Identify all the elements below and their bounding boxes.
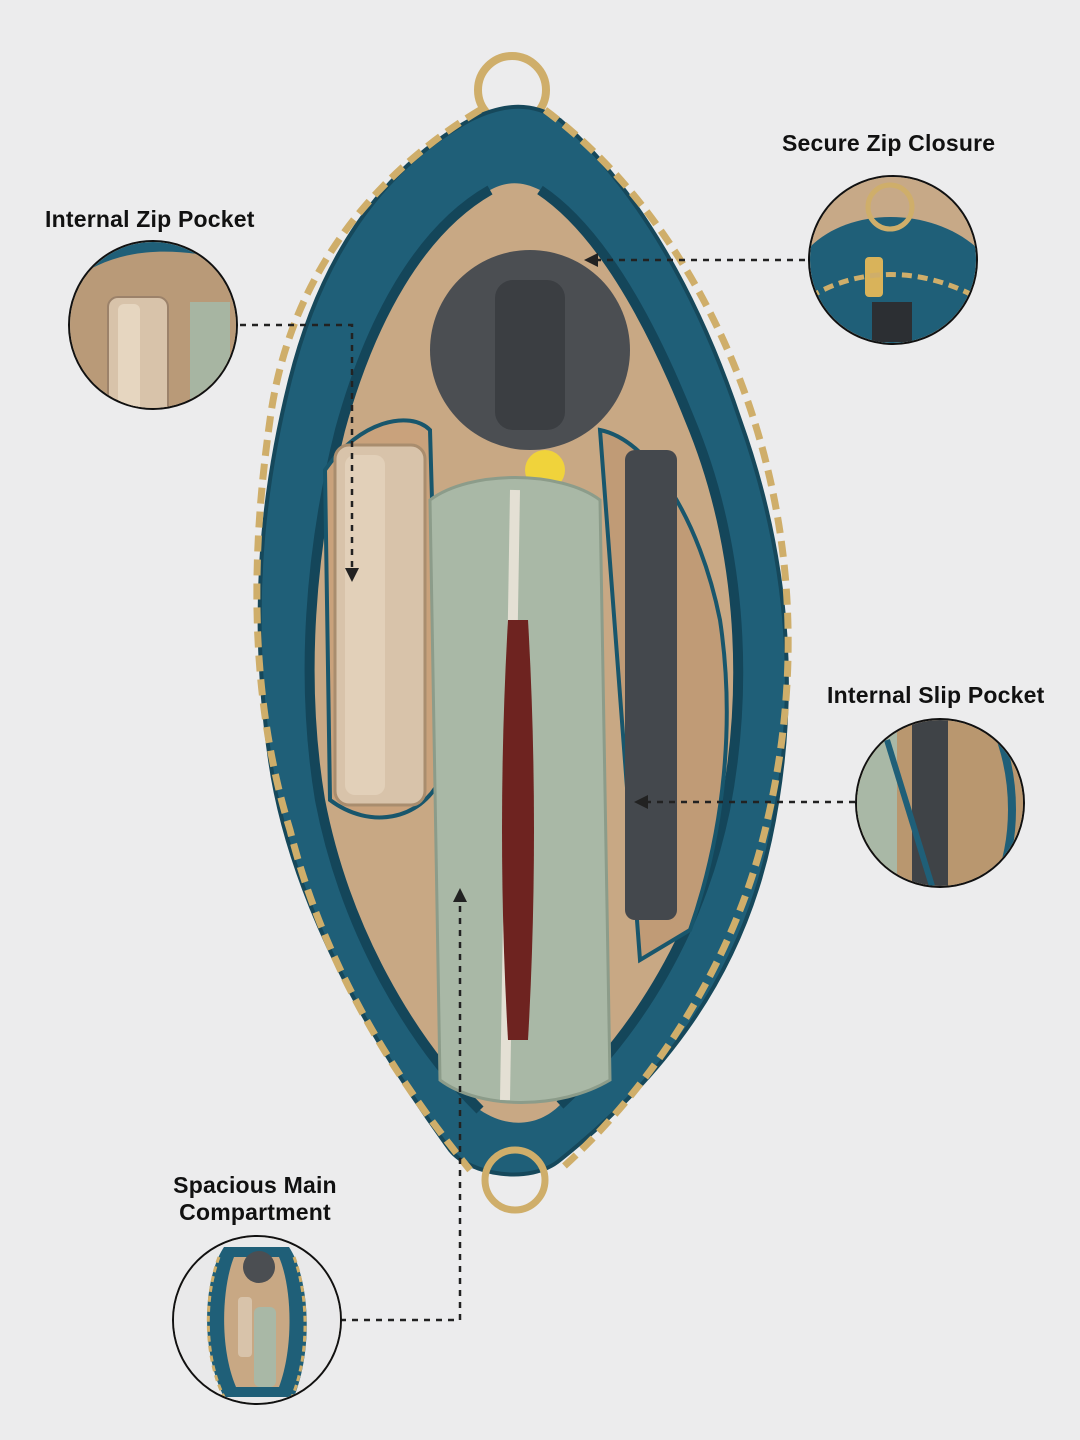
label-internal-zip-pocket: Internal Zip Pocket	[45, 206, 255, 232]
detail-secure-zip-closure	[808, 175, 978, 345]
leader-internal-zip-pocket	[240, 323, 354, 570]
chain-left	[253, 106, 482, 1173]
detail-slip-pocket-image	[857, 720, 1023, 886]
label-main-compartment-line1: Spacious Main	[173, 1172, 337, 1198]
zip-track-right	[537, 185, 744, 1109]
chain-right	[542, 107, 792, 1173]
bottle-lid	[495, 280, 565, 430]
zip-track-left	[304, 185, 493, 1114]
phone	[625, 450, 677, 920]
label-main-compartment-line2: Compartment	[179, 1199, 331, 1225]
arrow-head-main-compartment	[453, 888, 467, 902]
label-secure-zip-closure: Secure Zip Closure	[782, 130, 996, 156]
arrow-head-zip-closure	[584, 253, 598, 267]
detail-internal-zip-pocket	[68, 240, 238, 410]
detail-main-compartment	[172, 1235, 342, 1405]
label-main-compartment: Spacious Main Compartment	[160, 1172, 350, 1226]
detail-zip-closure-image	[810, 177, 976, 343]
arrow-head-zip-pocket	[345, 568, 359, 582]
detail-main-compartment-image	[174, 1237, 340, 1403]
pouch-interior	[502, 620, 534, 1040]
detail-zip-pocket-image	[70, 242, 236, 408]
label-internal-slip-pocket: Internal Slip Pocket	[827, 682, 1045, 708]
bottom-ring	[481, 1146, 549, 1214]
wallet-fold	[345, 455, 385, 795]
leader-main-compartment	[340, 900, 462, 1322]
arrow-head-slip-pocket	[634, 795, 648, 809]
detail-internal-slip-pocket	[855, 718, 1025, 888]
